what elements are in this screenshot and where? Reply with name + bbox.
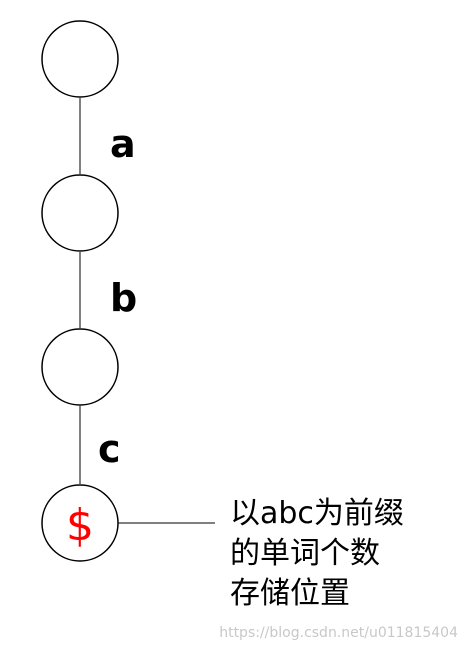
note-line-2: 的单词个数 [230, 536, 380, 571]
note-line-3: 存储位置 [230, 576, 350, 611]
edge-label-b: b [110, 276, 137, 320]
edge-label-c: c [98, 427, 121, 471]
note-line-1: 以abc为前缀 [230, 496, 404, 531]
trie-node-b [41, 328, 119, 406]
terminal-symbol: $ [66, 500, 94, 551]
watermark-url: https://blog.csdn.net/u011815404 [219, 625, 458, 641]
trie-node-root [41, 20, 119, 98]
edge-label-a: a [110, 122, 136, 166]
trie-node-a [41, 174, 119, 252]
